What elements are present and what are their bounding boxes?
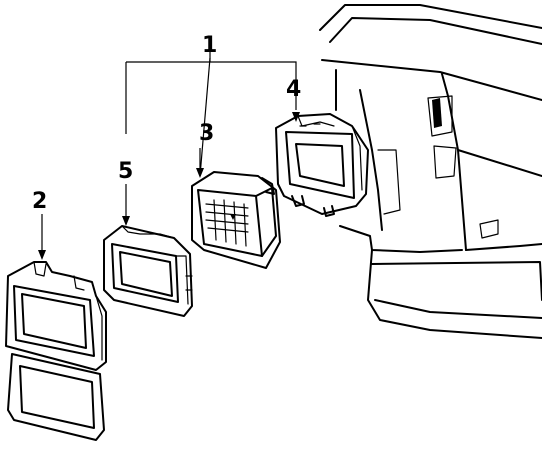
sealed-beam-headlamp bbox=[191, 171, 281, 269]
callout-2: 2 bbox=[32, 189, 47, 214]
leader-lines bbox=[38, 52, 300, 260]
headlamp-housing bbox=[275, 113, 369, 217]
vehicle-body bbox=[319, 4, 542, 339]
callout-1: 1 bbox=[202, 33, 217, 58]
headlamp-mounting-ring bbox=[103, 225, 193, 317]
callout-3: 3 bbox=[199, 121, 214, 146]
headlamp-bezel bbox=[5, 261, 107, 441]
callout-4: 4 bbox=[286, 77, 301, 102]
callout-5: 5 bbox=[118, 159, 133, 184]
